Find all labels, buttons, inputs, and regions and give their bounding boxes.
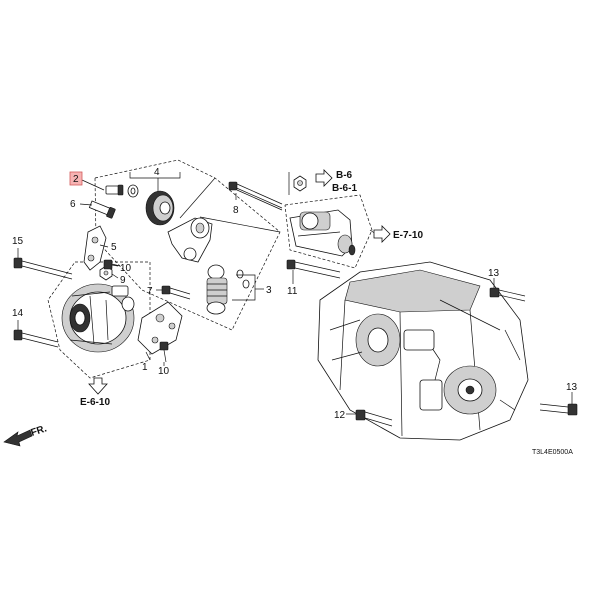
bolt-7: [161, 285, 191, 300]
callout-7: 7: [147, 286, 153, 297]
bolt-10-lower: [159, 341, 169, 363]
callout-13-top: 13: [488, 268, 500, 279]
bolt-10-upper: [103, 259, 121, 270]
callout-14: 14: [12, 308, 24, 319]
callout-12: 12: [334, 410, 346, 421]
callout-2: 2: [73, 174, 79, 185]
bolt-14: [13, 329, 59, 348]
bolt-13-bottom: [539, 403, 578, 416]
bolt-12: [355, 409, 393, 427]
arrow-right-icon: [373, 225, 391, 243]
callout-15: 15: [12, 236, 24, 247]
callout-10-lower: 10: [158, 366, 170, 377]
ref-e-6-10: E-6-10: [80, 397, 110, 408]
callout-6: 6: [70, 199, 76, 210]
alternator-group: [47, 225, 191, 379]
tensioner-assembly-group: [88, 159, 281, 331]
bolt-13-top: [489, 287, 526, 302]
mounting-bracket-1: [137, 301, 183, 355]
highlight-box-2: [69, 171, 83, 186]
callout-11: 11: [287, 286, 298, 297]
front-label: FR.: [30, 423, 49, 439]
starter-motor: [284, 194, 373, 269]
arrow-right-icon: [315, 169, 333, 187]
reference-arrows: [3, 169, 391, 447]
alternator: [61, 283, 135, 353]
bracket-5: [83, 225, 107, 271]
tensioner-arm: [167, 217, 213, 263]
bolt-8: [228, 181, 283, 211]
arrow-down-icon: [88, 377, 108, 395]
nut-9: [99, 265, 113, 281]
ref-b-6-1: B-6-1: [332, 183, 357, 194]
bolt-2: [105, 184, 124, 196]
idler-pulley-4: [145, 190, 175, 226]
engine-transmission-assembly: [317, 261, 529, 441]
diagram-code: T3L4E0500A: [532, 449, 573, 456]
tensioner-group-outline: [94, 159, 281, 331]
callout-10-upper: 10: [120, 263, 132, 274]
ref-e-7-10: E-7-10: [393, 230, 423, 241]
callout-1: 1: [142, 362, 148, 373]
callout-13-bottom: 13: [566, 382, 578, 393]
callout-4: 4: [154, 167, 160, 178]
bolt-15: [13, 257, 73, 280]
callout-5: 5: [111, 242, 117, 253]
tensioner-damper-3: [206, 264, 250, 315]
callout-8: 8: [233, 205, 239, 216]
ref-b-6: B-6: [336, 170, 353, 181]
front-arrow-icon: [3, 429, 33, 447]
bolt-11: [286, 259, 341, 279]
callout-3: 3: [266, 285, 272, 296]
bolt-6: [88, 200, 116, 219]
callout-9: 9: [120, 275, 126, 286]
nut: [293, 175, 307, 192]
